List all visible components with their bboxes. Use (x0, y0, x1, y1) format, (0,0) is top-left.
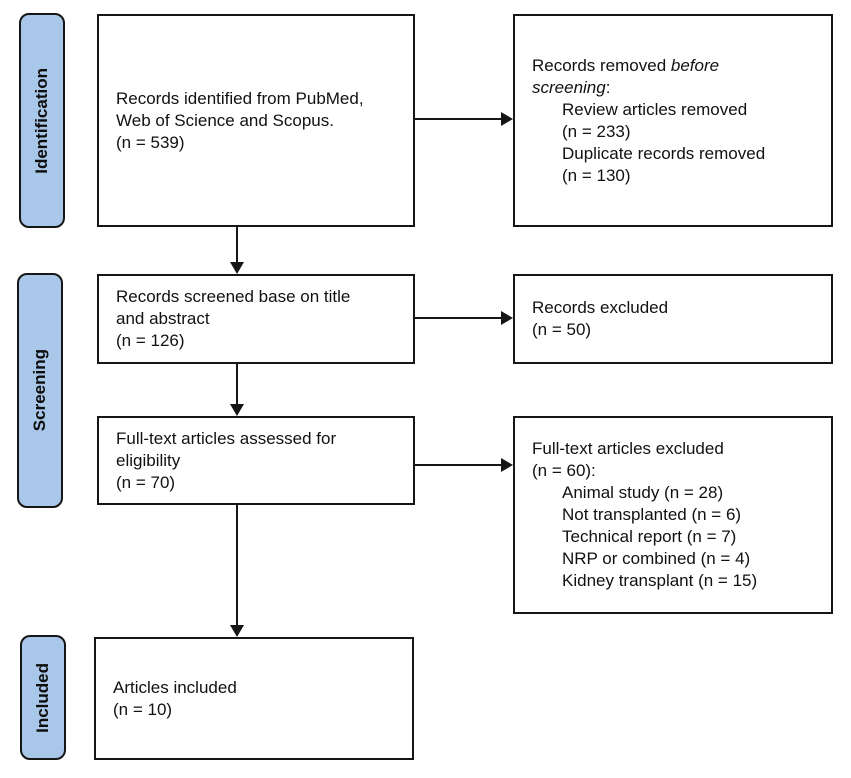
box-text-line: Records identified from PubMed, (116, 88, 407, 110)
box-text-line: Records removed before (532, 55, 825, 77)
box-text-line: Records screened base on title (116, 286, 407, 308)
arrow-screened-to-assessed (230, 364, 244, 416)
box-text-segment: Animal study (n = 28) (562, 483, 724, 502)
arrow-head-down-icon (230, 262, 244, 274)
box-text-segment: (n = 50) (532, 320, 592, 339)
box-text-line: (n = 126) (116, 330, 407, 352)
box-text-line: Articles included (113, 677, 406, 699)
box-text-segment: (n = 10) (113, 699, 173, 719)
box-text-segment: : (605, 77, 611, 97)
box-text-segment: (n = 130) (562, 165, 631, 185)
box-text-line: Full-text articles assessed for (116, 428, 407, 450)
box-text-segment: eligibility (116, 450, 181, 470)
box-text-line: Web of Science and Scopus. (116, 110, 407, 132)
box-text-line: (n = 70) (116, 472, 407, 494)
box-text-line: eligibility (116, 450, 407, 472)
stage-pill-included: Included (20, 635, 66, 760)
arrow-identified-to-removed (415, 112, 513, 126)
box-text-segment-italic: screening (532, 77, 606, 97)
arrow-shaft (415, 317, 502, 319)
box-text-line: Duplicate records removed (532, 143, 825, 165)
arrow-head-right-icon (501, 112, 513, 126)
box-text-line: Technical report (n = 7) (532, 526, 825, 548)
box-text-segment: (n = 60): (532, 461, 596, 480)
box-text-segment: (n = 539) (116, 132, 185, 152)
box-text-line: Full-text articles excluded (532, 438, 825, 460)
box-text-segment: Kidney transplant (n = 15) (562, 571, 758, 590)
arrow-identified-to-screened (230, 227, 244, 274)
box-text-segment: (n = 233) (562, 121, 631, 141)
box-text-line: and abstract (116, 308, 407, 330)
box-text-segment: (n = 126) (116, 331, 185, 350)
arrow-head-down-icon (230, 404, 244, 416)
box-text-line: (n = 50) (532, 319, 825, 341)
arrow-screened-to-excluded (415, 311, 513, 325)
box-text-segment: NRP or combined (n = 4) (562, 549, 751, 568)
box-text-segment: Review articles removed (562, 99, 748, 119)
box-text-line: (n = 60): (532, 460, 825, 482)
arrow-head-right-icon (501, 458, 513, 472)
box-text-segment: Full-text articles excluded (532, 439, 724, 458)
stage-pill-screening: Screening (17, 273, 63, 508)
arrow-head-down-icon (230, 625, 244, 637)
box-fulltext-excluded: Full-text articles excluded (n = 60): Anim… (513, 416, 833, 614)
box-text-segment: and abstract (116, 309, 210, 328)
box-text-line: (n = 233) (532, 121, 825, 143)
box-articles-included: Articles included(n = 10) (94, 637, 414, 760)
box-text-segment-italic: before (670, 55, 720, 75)
box-text-line: (n = 10) (113, 699, 406, 721)
box-records-identified: Records identified from PubMed,Web of Sc… (97, 14, 415, 227)
box-text-segment: Duplicate records removed (562, 143, 766, 163)
box-text-segment: Records removed (532, 55, 671, 75)
box-text-segment: Technical report (n = 7) (562, 527, 737, 546)
box-records-excluded: Records excluded (n = 50) (513, 274, 833, 364)
box-text-line: (n = 130) (532, 165, 825, 187)
arrow-shaft (415, 464, 502, 466)
box-text-line: Records excluded (532, 297, 825, 319)
arrow-head-right-icon (501, 311, 513, 325)
stage-pill-identification: Identification (19, 13, 65, 228)
box-text-segment: Records screened base on title (116, 287, 351, 306)
box-text-segment: Records excluded (532, 298, 669, 317)
box-text-line: Review articles removed (532, 99, 825, 121)
arrow-assessed-to-excluded (415, 458, 513, 472)
box-text-line: screening: (532, 77, 825, 99)
box-text-segment: Full-text articles assessed for (116, 428, 337, 448)
box-records-screened: Records screened base on title and abstra… (97, 274, 415, 364)
box-text-line: (n = 539) (116, 132, 407, 154)
arrow-shaft (236, 364, 238, 405)
stage-label-identification: Identification (32, 67, 51, 174)
box-text-line: NRP or combined (n = 4) (532, 548, 825, 570)
box-text-line: Kidney transplant (n = 15) (532, 570, 825, 592)
stage-label-included: Included (33, 662, 52, 733)
arrow-shaft (236, 505, 238, 626)
box-text-line: Not transplanted (n = 6) (532, 504, 825, 526)
box-text-segment: Records identified from PubMed, (116, 88, 364, 108)
arrow-shaft (415, 118, 502, 120)
stage-label-screening: Screening (30, 349, 49, 432)
box-text-segment: Web of Science and Scopus. (116, 110, 334, 130)
arrow-shaft (236, 227, 238, 263)
box-text-segment: Articles included (113, 677, 237, 697)
arrow-assessed-to-included (230, 505, 244, 637)
box-text-segment: (n = 70) (116, 472, 176, 492)
box-text-line: Animal study (n = 28) (532, 482, 825, 504)
box-text-segment: Not transplanted (n = 6) (562, 505, 742, 524)
